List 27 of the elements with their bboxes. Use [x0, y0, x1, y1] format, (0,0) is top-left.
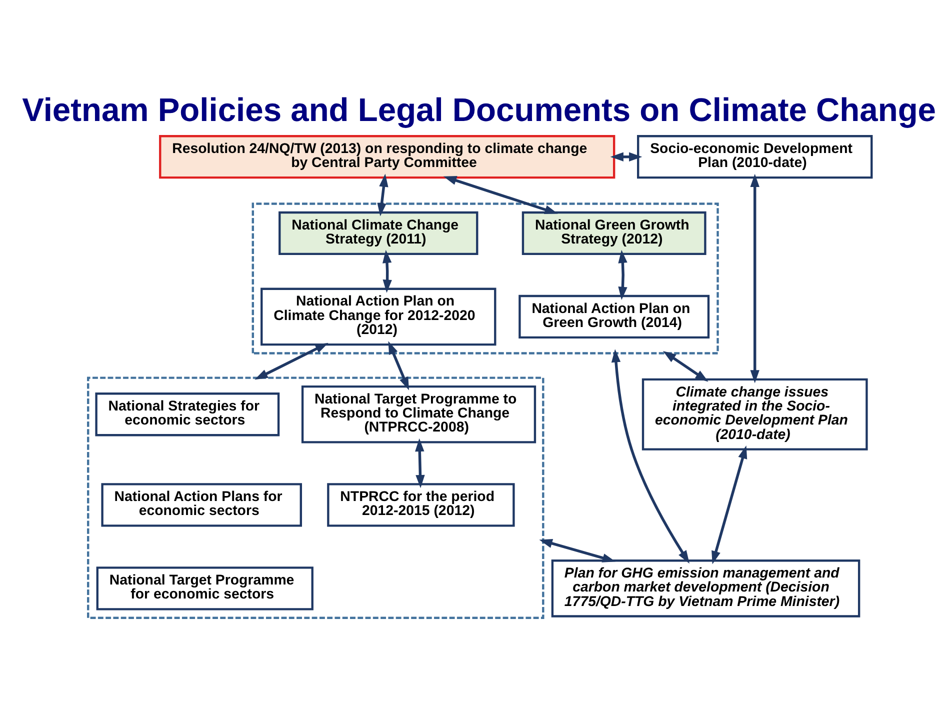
arrow: [442, 176, 558, 214]
node-box: National Target Programme for economic sectors: [96, 566, 313, 610]
arrow: [711, 444, 747, 564]
node-box: National Action Plan on Climate Change for 2012-2020 (2012): [260, 287, 496, 346]
node-box: Socio-economic Development Plan (2010-date): [636, 134, 872, 178]
node-box: National Green Growth Strategy (2012): [521, 210, 706, 255]
arrow: [662, 350, 708, 382]
node-box: NTPRCC for the period 2012-2015 (2012): [326, 482, 514, 526]
node-box: National Action Plan on Green Growth (2014): [518, 294, 710, 338]
arrow: [382, 249, 392, 292]
arrow: [750, 173, 759, 383]
arrow: [538, 538, 616, 562]
node-box: National Strategies for economic sectors: [94, 392, 280, 436]
arrow: [376, 173, 388, 216]
node-box: Plan for GHG emission management and carbon market development (Decision 1775/QD-TTG by Vietnam Prime Minister): [550, 559, 860, 617]
arrow: [254, 342, 328, 380]
arrow: [610, 348, 689, 564]
arrow: [618, 249, 627, 300]
diagram-title: Vietnam Policies and Legal Documents on Climate Change: [22, 90, 936, 128]
arrow: [414, 438, 424, 488]
node-box: Climate change issues integrated in the Socio-economic Development Plan (2010-date): [641, 378, 868, 450]
node-box: National Climate Change Strategy (2011): [278, 210, 478, 255]
arrow: [388, 340, 409, 390]
arrow: [610, 152, 642, 161]
node-box: Resolution 24/NQ/TW (2013) on responding to climate change by Central Party Committee: [158, 134, 615, 178]
node-box: National Action Plans for economic sectors: [100, 482, 302, 526]
node-box: National Target Programme to Respond to Climate Change (NTPRCC-2008): [300, 384, 536, 443]
